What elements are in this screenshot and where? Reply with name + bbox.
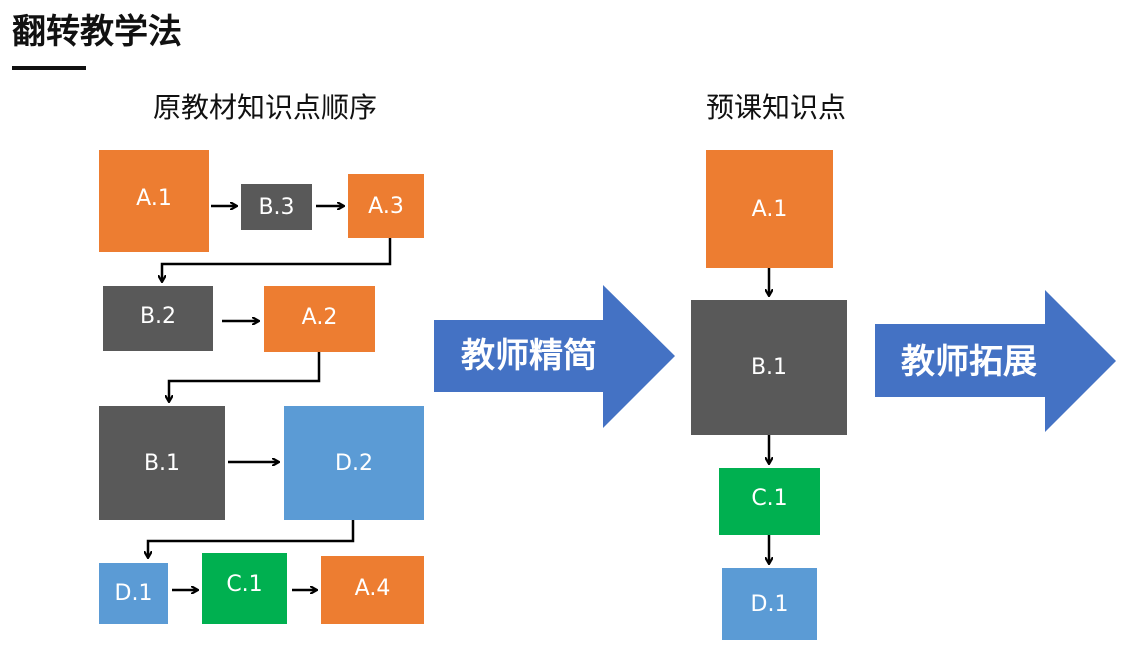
simplify-arrow-shape [434, 285, 675, 428]
node-a1: A.1 [99, 150, 209, 252]
extend-arrow-label: 教师拓展 [901, 342, 1037, 382]
preview-node-b1: B.1 [691, 300, 847, 435]
node-d2: D.2 [284, 406, 424, 520]
node-label: B.2 [139, 304, 177, 329]
node-label: B.1 [143, 450, 181, 476]
extend-arrow-shape [875, 290, 1116, 432]
node-label: D.2 [335, 450, 373, 476]
node-d1: D.1 [99, 563, 168, 624]
connector-d2-d1 [148, 520, 355, 557]
node-label: C.1 [751, 486, 788, 511]
node-label: D.1 [750, 591, 789, 617]
preview-node-c1: C.1 [719, 468, 820, 535]
connector-a3-b2 [162, 238, 392, 281]
node-label: A.4 [354, 575, 391, 601]
page-title: 翻转教学法 [12, 12, 182, 52]
simplify-arrow-label: 教师精简 [461, 336, 597, 376]
preview-node-d1: D.1 [722, 568, 817, 640]
node-label: D.1 [114, 581, 153, 606]
node-a4: A.4 [321, 556, 424, 624]
node-b3: B.3 [241, 184, 312, 230]
node-label: C.1 [226, 572, 263, 597]
preview-points-heading: 预课知识点 [705, 91, 846, 124]
original-order-heading: 原教材知识点顺序 [152, 91, 377, 124]
node-label: A.1 [136, 185, 172, 211]
title-underline [12, 66, 86, 70]
node-label: B.1 [750, 355, 788, 380]
node-b1: B.1 [99, 406, 225, 520]
node-label: A.3 [368, 193, 404, 219]
preview-node-a1: A.1 [706, 150, 833, 268]
node-label: A.2 [301, 304, 338, 330]
node-a2: A.2 [264, 286, 375, 352]
node-c1: C.1 [202, 553, 287, 624]
node-label: A.1 [751, 196, 788, 222]
node-b2: B.2 [103, 286, 213, 351]
node-label: B.3 [258, 194, 295, 220]
node-a3: A.3 [348, 174, 424, 238]
connector-a2-b1 [169, 352, 321, 401]
